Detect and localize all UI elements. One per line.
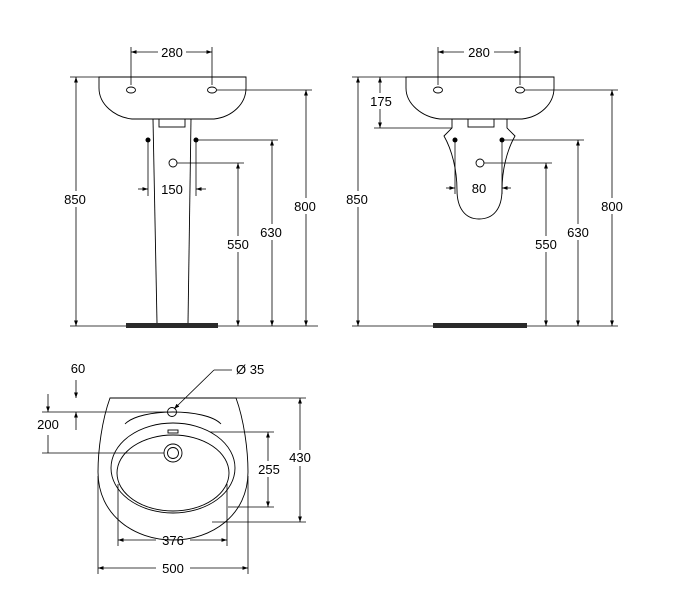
dim-bowl-width: 376 bbox=[162, 533, 184, 548]
tap-hole-right bbox=[515, 86, 525, 94]
dim-drop: 175 bbox=[370, 94, 392, 109]
dim-tap-spacing: 280 bbox=[468, 45, 490, 60]
dim-waste-height: 550 bbox=[535, 237, 557, 252]
dim-overall-depth: 430 bbox=[289, 450, 311, 465]
tap-hole-right bbox=[207, 86, 217, 94]
dim-tap-spacing: 280 bbox=[161, 45, 183, 60]
waste-inner bbox=[167, 447, 179, 459]
waste-outlet bbox=[467, 118, 495, 128]
pedestal-right-edge bbox=[187, 118, 192, 324]
pedestal-base-plate bbox=[126, 323, 218, 328]
dim-rim-height: 850 bbox=[346, 192, 368, 207]
dim-tap-offset: 60 bbox=[71, 361, 85, 376]
basin-outer-outline bbox=[97, 397, 249, 541]
dim-supply-height: 630 bbox=[567, 225, 589, 240]
waste-outlet bbox=[158, 118, 186, 128]
basin-profile bbox=[405, 76, 555, 120]
pedestal-left-edge bbox=[152, 118, 158, 324]
dim-rim-height: 850 bbox=[64, 192, 86, 207]
semi-pedestal-elevation-view: 280 175 80 850 800 630 550 bbox=[342, 45, 628, 328]
tap-hole-left bbox=[433, 86, 443, 94]
dim-tap-hole: Ø 35 bbox=[236, 362, 264, 377]
pedestal-elevation-view: 280 150 850 800 630 550 bbox=[60, 45, 322, 328]
dim-bracket-height: 800 bbox=[601, 199, 623, 214]
basin-plan-view: Ø 35 60 200 255 430 376 5 bbox=[32, 361, 316, 576]
bowl-rim bbox=[110, 422, 236, 514]
bowl-inner bbox=[116, 434, 230, 512]
dim-waste-spacing: 80 bbox=[472, 181, 486, 196]
dim-bracket-height: 800 bbox=[294, 199, 316, 214]
tap-hole bbox=[167, 407, 177, 417]
dim-overall-width: 500 bbox=[162, 561, 184, 576]
basin-profile bbox=[98, 76, 247, 120]
tap-deck bbox=[124, 411, 222, 425]
wall-base-plate bbox=[433, 323, 527, 328]
dim-waste-spacing: 150 bbox=[161, 182, 183, 197]
dim-supply-height: 630 bbox=[260, 225, 282, 240]
dim-bowl-depth: 255 bbox=[258, 462, 280, 477]
supply-point bbox=[475, 158, 485, 168]
dim-waste-height: 550 bbox=[227, 237, 249, 252]
dim-tap-to-waste: 200 bbox=[37, 417, 59, 432]
tap-hole-left bbox=[126, 86, 136, 94]
waste-outer bbox=[163, 443, 183, 463]
overflow-slot bbox=[167, 429, 179, 434]
supply-point bbox=[168, 158, 178, 168]
